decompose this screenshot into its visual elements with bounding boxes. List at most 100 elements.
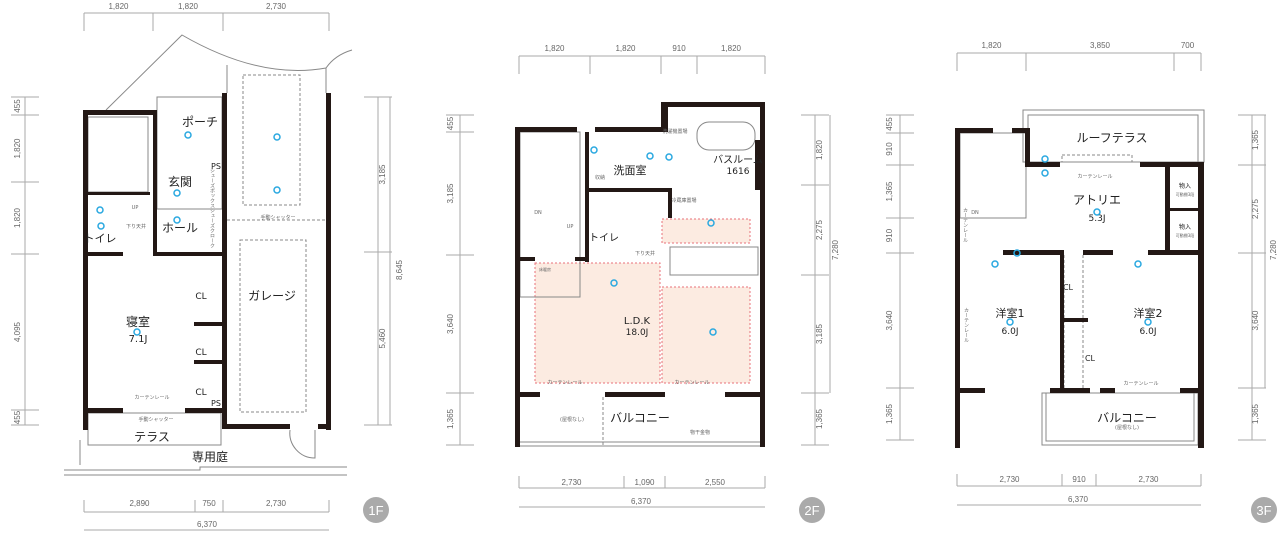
note: UP [567,224,574,230]
room-roof-terrace: ルーフテラス [1076,131,1147,145]
floor-3f-plan [959,109,1205,446]
floor-badge-label: 2F [804,503,819,518]
wall [222,93,227,429]
dimension-value: 1,820 [615,44,636,53]
dimension-value: 910 [672,44,686,53]
floor-1f-plan [64,34,353,476]
wall [1148,250,1204,255]
light-fixture-icon [707,219,715,227]
note: カーテンレール [674,380,709,386]
note: (屋根なし) [560,416,584,423]
note: 手動シャッター [138,416,173,423]
light-fixture-icon [1093,208,1101,216]
note: カーテンレール [962,208,968,243]
dimension-value: 1,365 [885,181,894,202]
dimension-value: 1,090 [634,478,655,487]
room-garden: 専用庭 [192,449,228,464]
room-size: 5.3J [1089,214,1106,224]
room-hall: ホール [162,221,198,235]
dimension-value: 455 [885,117,894,131]
wall [194,360,222,364]
note: カーテンレール [1077,174,1112,180]
light-fixture-icon [1041,155,1049,163]
dimension-value: 1,365 [885,403,894,424]
room-ldk: L.D.K [624,316,651,327]
closet: CL [1085,354,1096,363]
dimension-value: 2,550 [705,478,726,487]
dimension-value: 3,640 [1251,310,1260,331]
note: 可動棚3段 [1176,191,1195,197]
wall [1025,128,1030,167]
room-porch: ポーチ [182,115,218,129]
note: カーテンレール [134,395,169,401]
wall [575,257,585,261]
room-balcony: バルコニー [1097,411,1157,425]
wall [88,192,150,195]
dimension-total: 6,370 [631,497,652,506]
room-storage: 物入 [1179,223,1191,231]
wall [955,388,985,393]
light-fixture-icon [590,146,598,154]
dimension-value: 1,820 [13,138,22,159]
floor-2f-plan [519,121,760,447]
dimension-value: 1,820 [815,139,824,160]
room-size: 6.0J [1002,327,1019,337]
wall [83,110,88,430]
note: 物干金物 [690,429,710,436]
wall [515,392,540,397]
room-western-1: 洋室1 [996,306,1025,320]
dimension-value: 1,820 [178,2,199,11]
dimension-value: 455 [446,116,455,130]
dimension-value: 2,730 [561,478,582,487]
floor-badge: 3F [1251,497,1277,523]
light-fixture-icon [665,153,673,161]
closet: CL [195,292,206,302]
room-size: 6.0J [1140,327,1157,337]
light-fixture-icon [133,328,141,336]
wall [153,252,222,256]
dimension-value: 455 [13,410,22,424]
room-entrance: 玄関 [168,174,192,189]
note: (屋根なし) [1115,424,1139,431]
floor-badge: 2F [799,497,825,523]
dimension-value: 700 [1181,41,1195,50]
wall [661,102,765,107]
wall [1140,162,1204,167]
wall [661,102,668,132]
dimension-value: 2,275 [815,219,824,240]
wall [185,408,222,413]
note: UP [132,205,139,211]
dimension-value: 455 [13,99,22,113]
dimension-value: 750 [202,499,216,508]
note: 可動棚3段 [1176,232,1195,238]
light-fixture-icon [273,186,281,194]
dimension-value: 3,185 [378,164,387,185]
dimension-total: 7,280 [831,239,840,260]
light-fixture-icon [1144,318,1152,326]
labels: ポーチ玄関ホールトイレ寝室7.1JCLCLCLガレージテラス専用庭PSPS手動シ… [84,115,1277,523]
dimension-value: 3,640 [885,310,894,331]
closet: CL [195,388,206,398]
dimension-value: 3,185 [446,183,455,204]
dimension-value: 1,365 [815,408,824,429]
note: 手動シャッター [260,214,295,221]
room-washroom: 洗面室 [614,163,647,177]
room-size: 7.1J [129,334,148,345]
wall [1083,250,1113,255]
room-balcony: バルコニー [610,411,670,425]
light-fixture-icon [173,189,181,197]
closet: CL [195,348,206,358]
note: カーテンレール [547,380,582,386]
room-terrace: テラス [134,430,170,444]
wall [194,322,222,326]
dimension-value: 910 [1072,475,1086,484]
pipe-space: PS [211,399,221,408]
note: シューズクローク [209,208,215,248]
